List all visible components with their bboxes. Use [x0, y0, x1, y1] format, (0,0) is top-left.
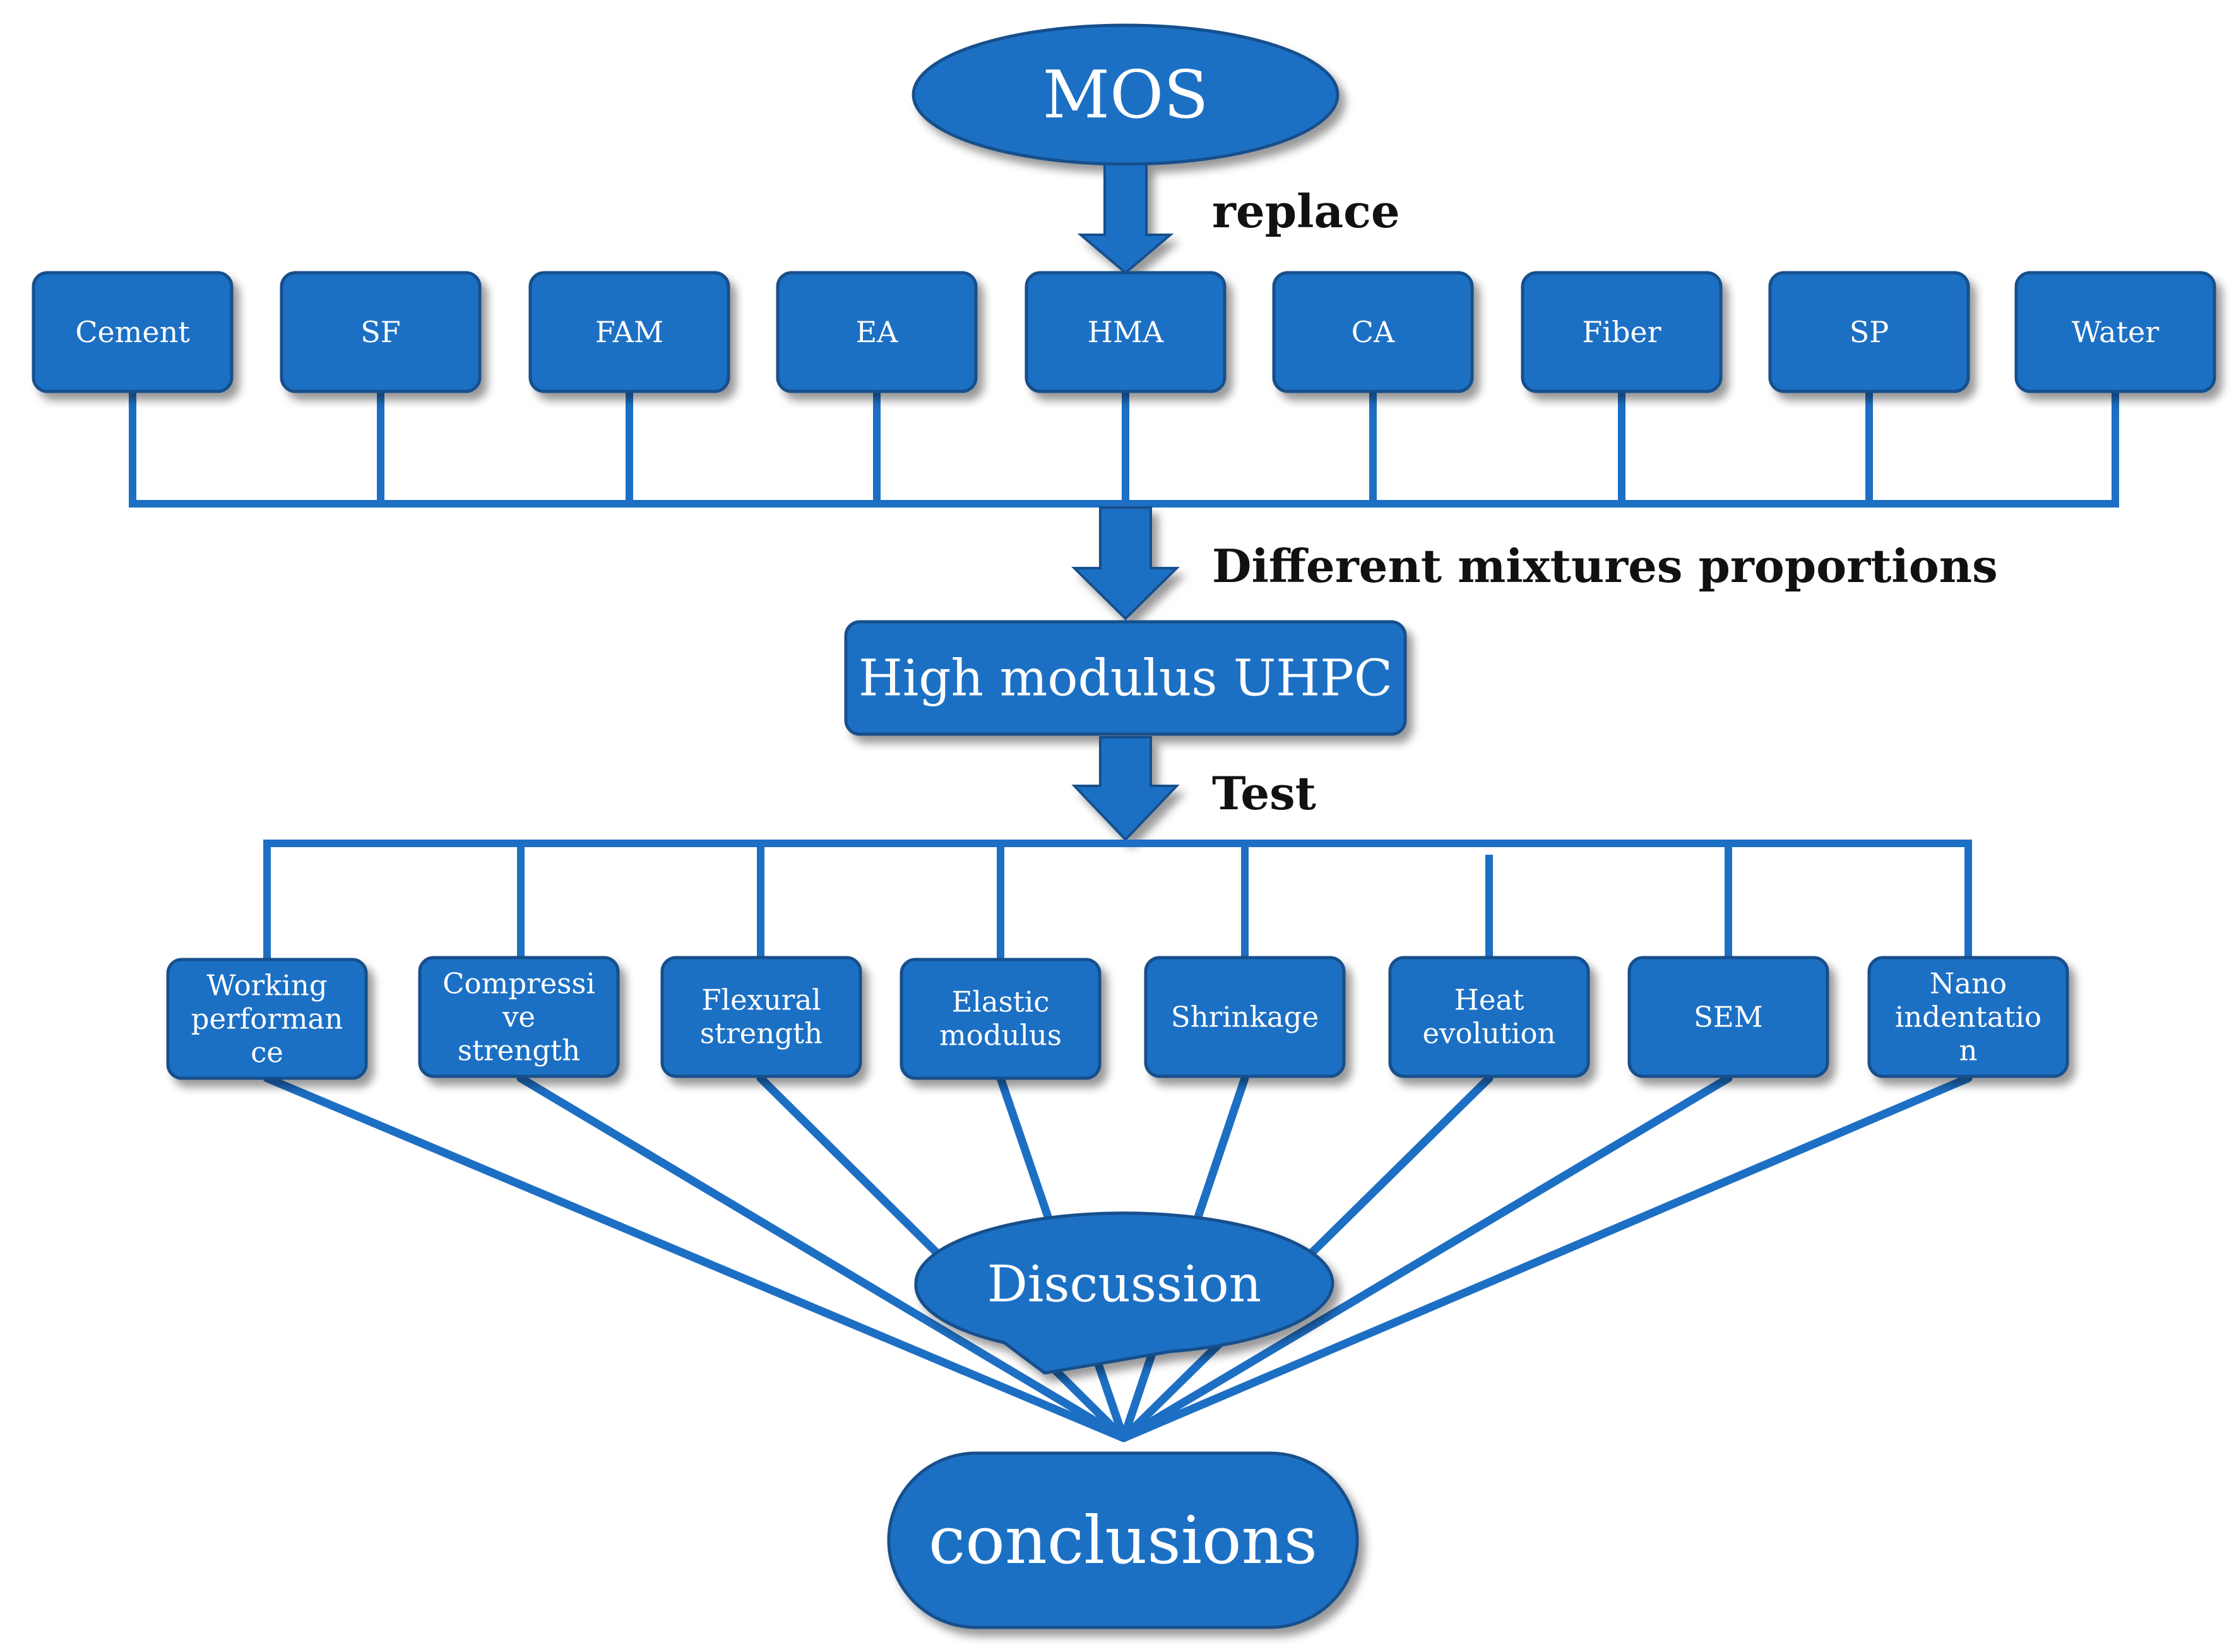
test-box-elastic-modulus: Elastic modulus	[900, 958, 1102, 1080]
material-label: SF	[360, 315, 400, 349]
test-label-line: evolution	[1422, 1017, 1555, 1050]
material-box-sp: SP	[1768, 271, 1970, 393]
test-box-working-performance: Working performan ce	[166, 958, 368, 1080]
material-label: EA	[856, 315, 899, 349]
material-label: Water	[2072, 315, 2159, 349]
replace-arrow	[1077, 163, 1174, 275]
test-label-line: Compressi	[443, 967, 595, 1001]
uhpc-label: High modulus UHPC	[859, 649, 1393, 708]
material-label: Fiber	[1582, 315, 1661, 349]
test-label-line: ce	[251, 1036, 283, 1069]
test-label-line: Nano	[1930, 967, 2007, 1001]
material-label: FAM	[595, 315, 663, 349]
material-box-fiber: Fiber	[1521, 271, 1723, 393]
material-label: Cement	[75, 315, 190, 349]
material-boxes: Cement SF FAM EA HMA CA Fiber SP	[32, 271, 2216, 393]
mos-node: MOS	[912, 23, 1340, 166]
mixtures-label: Different mixtures proportions	[1212, 539, 1998, 593]
material-box-ea: EA	[776, 271, 978, 393]
test-box-flexural-strength: Flexural strength	[660, 956, 862, 1078]
test-label: Test	[1212, 766, 1316, 820]
mixtures-arrow	[1071, 506, 1180, 621]
material-label: SP	[1850, 315, 1889, 349]
conclusions-label: conclusions	[929, 1502, 1317, 1579]
material-box-fam: FAM	[528, 271, 730, 393]
test-label-line: n	[1959, 1034, 1978, 1067]
test-label-line: Working	[206, 969, 327, 1002]
test-label-line: performan	[191, 1002, 343, 1036]
test-label-line: strength	[458, 1034, 580, 1067]
conclusions-node: conclusions	[887, 1451, 1359, 1629]
test-box-shrinkage: Shrinkage	[1144, 956, 1346, 1078]
material-label: CA	[1352, 315, 1395, 349]
discussion-label: Discussion	[987, 1255, 1262, 1314]
replace-label: replace	[1212, 184, 1400, 238]
material-label: HMA	[1088, 315, 1164, 349]
test-label-line: indentatio	[1895, 1001, 2041, 1034]
test-boxes: Working performan ce Compressi ve streng…	[166, 956, 2069, 1080]
test-label-line: ve	[502, 1001, 535, 1034]
material-box-cement: Cement	[32, 271, 234, 393]
material-box-ca: CA	[1272, 271, 1474, 393]
material-box-water: Water	[2014, 271, 2216, 393]
material-box-hma: HMA	[1025, 271, 1227, 393]
material-box-sf: SF	[280, 271, 482, 393]
test-label-line: Shrinkage	[1171, 1001, 1319, 1034]
test-arrow	[1071, 736, 1180, 841]
mos-label: MOS	[1043, 56, 1209, 133]
materials-connector	[129, 388, 2119, 508]
uhpc-node: High modulus UHPC	[844, 620, 1407, 736]
test-box-compressive-strength: Compressi ve strength	[418, 956, 620, 1078]
test-label-line: Elastic	[952, 985, 1050, 1019]
test-label-line: Heat	[1454, 983, 1524, 1017]
test-box-heat-evolution: Heat evolution	[1388, 956, 1590, 1078]
test-box-nano-indentation: Nano indentatio n	[1867, 956, 2069, 1078]
test-label-line: modulus	[939, 1019, 1062, 1052]
discussion-node: Discussion	[914, 1211, 1334, 1375]
test-label-line: strength	[700, 1017, 823, 1050]
test-label-line: Flexural	[701, 983, 821, 1017]
tests-connector	[263, 840, 1972, 963]
test-box-sem: SEM	[1627, 956, 1829, 1078]
test-label-line: SEM	[1694, 1001, 1763, 1034]
